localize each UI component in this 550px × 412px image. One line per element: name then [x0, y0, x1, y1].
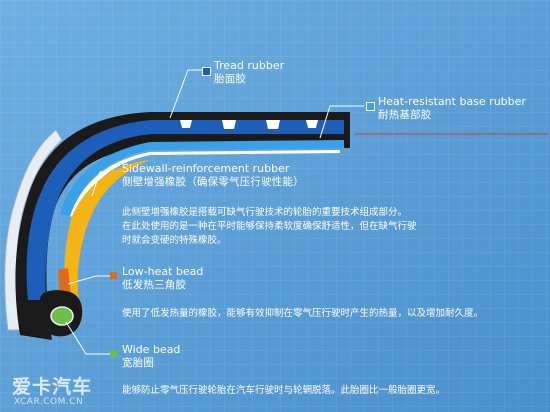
wide-bead-description: 能够防止零气压行驶轮胎在汽车行驶时与轮辋脱落。此胎圈比一般胎圈更宽。 — [122, 384, 547, 398]
wide-bead-legend-swatch — [110, 350, 117, 357]
sidewall-reinforcement-label: Sidewall-reinforcement rubber 侧壁增强橡胶（确保零… — [122, 162, 304, 189]
tread-rubber-zh: 胎面胶 — [214, 72, 247, 85]
low-heat-bead-label: Low-heat bead 低发热三角胶 — [122, 265, 203, 292]
tread-grooves — [180, 120, 318, 129]
sidewall-reinforcement-layer — [64, 160, 150, 320]
sidewall-desc-line-2: 在此处使用的是一种在平时能够保持柔软度确保舒适性，但在缺气行驶 — [122, 221, 417, 232]
sidewall-reinforcement-zh: 侧壁增强橡胶（确保零气压行驶性能） — [122, 175, 304, 188]
heat-resistant-base-label: Heat-resistant base rubber 耐热基部胶 — [378, 95, 526, 122]
low-heat-bead-zh: 低发热三角胶 — [122, 278, 187, 291]
low-heat-bead-en: Low-heat bead — [122, 265, 204, 278]
wide-bead-zh: 宽胎圈 — [122, 356, 155, 369]
low-heat-bead-desc-line-1: 使用了低发热量的橡胶，能够有效抑制在零气压行驶时产生的热量，以及增加耐久度。 — [122, 308, 484, 319]
tread-rubber-label: Tread rubber 胎面胶 — [214, 59, 284, 86]
heat-resistant-base-layer — [60, 140, 344, 216]
sidewall-desc-line-1: 此侧壁增强橡胶是搭载可缺气行驶技术的轮胎的重要技术组成部分。 — [122, 207, 408, 218]
watermark-logo: 爱卡汽车 — [12, 376, 93, 398]
heat-resistant-base-zh: 耐热基部胶 — [378, 108, 432, 121]
wide-bead-en: Wide bead — [122, 343, 181, 356]
sidewall-description: 此侧壁增强橡胶是搭载可缺气行驶技术的轮胎的重要技术组成部分。 在此处使用的是一种… — [122, 206, 542, 248]
low-heat-bead-description: 使用了低发热量的橡胶，能够有效抑制在零气压行驶时产生的热量，以及增加耐久度。 — [122, 307, 547, 321]
sidewall-legend-swatch — [110, 170, 117, 177]
heat-resistant-base-en: Heat-resistant base rubber — [378, 95, 526, 108]
wide-bead-label: Wide bead 宽胎圈 — [122, 343, 180, 370]
watermark-url: XCAR.COM.CN — [14, 397, 84, 407]
sidewall-desc-line-3: 时就会变硬的特殊橡胶。 — [122, 235, 227, 246]
tread-rubber-en: Tread rubber — [214, 59, 285, 72]
low-heat-bead-legend-swatch — [110, 272, 117, 279]
sidewall-reinforcement-en: Sidewall-reinforcement rubber — [122, 162, 290, 175]
tread-legend-swatch — [202, 67, 211, 76]
wide-bead-shape — [50, 306, 74, 326]
base-legend-swatch — [366, 102, 375, 111]
leader-lines — [65, 69, 548, 355]
wide-bead-desc-line-1: 能够防止零气压行驶轮胎在汽车行驶时与轮辋脱落。此胎圈比一般胎圈更宽。 — [122, 385, 446, 396]
